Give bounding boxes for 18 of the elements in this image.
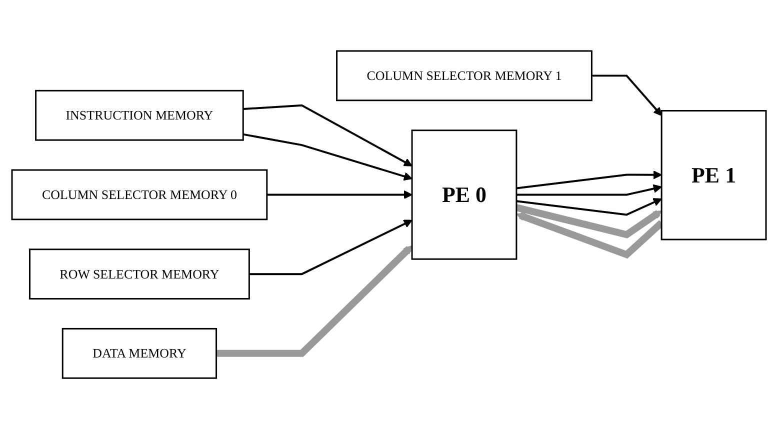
arrow xyxy=(242,134,412,182)
arrow xyxy=(516,170,662,190)
node-box xyxy=(336,50,592,102)
arrow xyxy=(266,190,412,200)
node-box xyxy=(35,90,244,142)
block-diagram: INSTRUCTION MEMORY COLUMN SELECTOR MEMORY 0 COLUMN SELECTOR MEMORY 1 ROW SELECTOR MEMORY PE 0 PE 1 DATA MEMORY xyxy=(4,43,774,387)
arrow xyxy=(592,75,662,116)
node-box xyxy=(62,328,218,380)
node-box xyxy=(660,110,767,241)
arrow xyxy=(516,198,662,216)
arrow xyxy=(216,246,412,358)
node-box xyxy=(411,130,518,260)
node-box xyxy=(11,170,268,221)
arrow xyxy=(516,204,662,239)
arrow xyxy=(243,104,412,167)
arrow xyxy=(516,184,662,196)
arrow xyxy=(249,220,412,276)
node-box xyxy=(28,249,250,300)
